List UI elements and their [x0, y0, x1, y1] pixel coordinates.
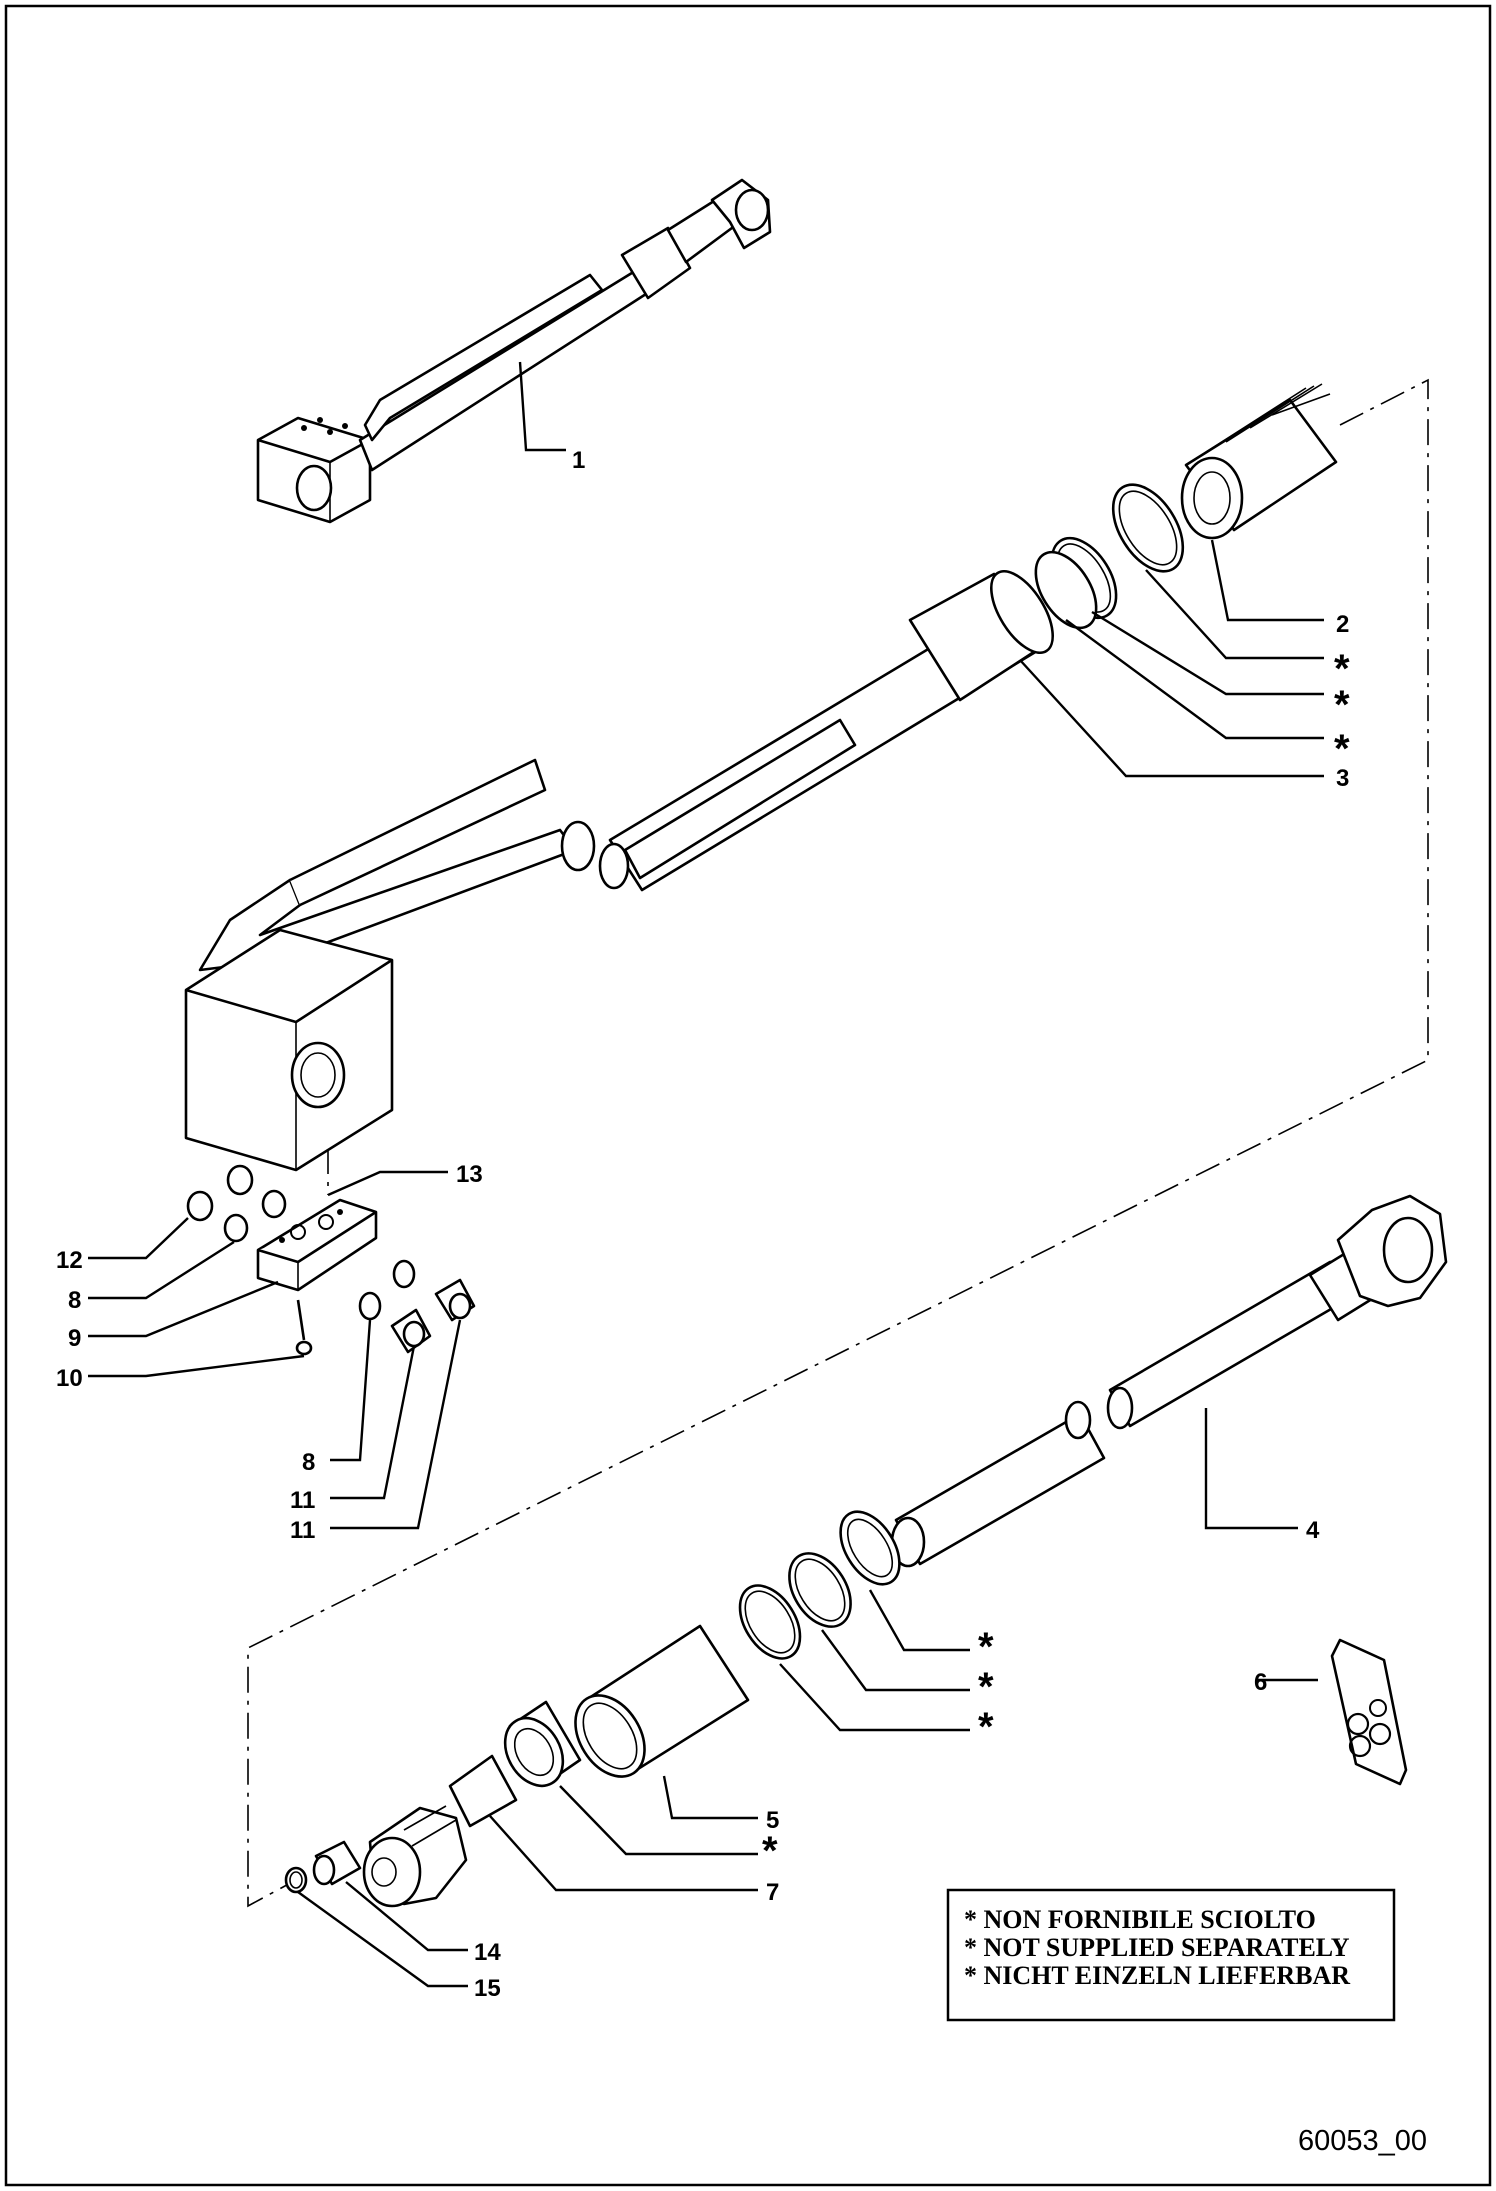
note-line-german: * NICHT EINZELN LIEFERBAR	[964, 1961, 1350, 1990]
callout-5: 5	[766, 1807, 779, 1834]
drawing-frame	[4, 4, 1492, 2187]
rod-seal-rings	[738, 1510, 901, 1660]
part-6-seal-kit	[1330, 1638, 1408, 1786]
callout-2: 2	[1336, 611, 1349, 638]
leader-lines	[88, 361, 1324, 1988]
callout-10: 10	[56, 1365, 83, 1392]
gland-seal-rings	[1034, 483, 1185, 630]
callout-labels: 1 2 * * * 3 13 12 8 9 10 8 11 11 4 6 * *…	[56, 447, 1350, 2002]
callout-asterisk-3: *	[1334, 727, 1350, 771]
assembly-centerline	[247, 378, 1429, 1908]
callout-12: 12	[56, 1247, 83, 1274]
callout-7: 7	[766, 1879, 779, 1906]
note-line-english: * NOT SUPPLIED SEPARATELY	[964, 1933, 1350, 1962]
callout-15: 15	[474, 1975, 501, 2002]
note-line-italian: * NON FORNIBILE SCIOLTO	[964, 1905, 1316, 1934]
callout-asterisk-5: *	[978, 1665, 994, 1709]
callout-asterisk-1: *	[1334, 647, 1350, 691]
part-14-bushing	[312, 1840, 362, 1886]
callout-asterisk-6: *	[978, 1705, 994, 1749]
callout-9: 9	[68, 1325, 81, 1352]
callout-11-upper: 11	[290, 1487, 315, 1514]
callout-11-lower: 11	[290, 1517, 315, 1544]
part-7-piston	[362, 1700, 582, 1908]
supply-note-box: * NON FORNIBILE SCIOLTO * NOT SUPPLIED S…	[946, 1888, 1396, 2022]
callout-8-upper: 8	[68, 1287, 81, 1314]
callout-asterisk-2: *	[1334, 683, 1350, 727]
callout-asterisk-4: *	[978, 1625, 994, 1669]
part-2-gland	[1180, 383, 1338, 540]
callout-1: 1	[572, 447, 585, 474]
part-15-o-ring	[284, 1866, 308, 1894]
callout-6: 6	[1254, 1669, 1267, 1696]
callout-14: 14	[474, 1939, 501, 1966]
part-3-barrel	[184, 569, 1054, 1172]
callout-3: 3	[1336, 765, 1349, 792]
callout-asterisk-7: *	[762, 1829, 778, 1873]
part-9-valve-block	[256, 1198, 378, 1292]
part-1-cylinder-assembly	[256, 178, 772, 524]
callout-8-lower: 8	[302, 1449, 315, 1476]
callout-4: 4	[1306, 1517, 1320, 1544]
callout-13: 13	[456, 1161, 483, 1188]
part-4-piston-rod	[890, 1194, 1448, 1568]
drawing-id: 60053_00	[1298, 2125, 1427, 2157]
part-5-spacer	[574, 1624, 750, 1778]
valve-block-fittings	[186, 1164, 476, 1356]
